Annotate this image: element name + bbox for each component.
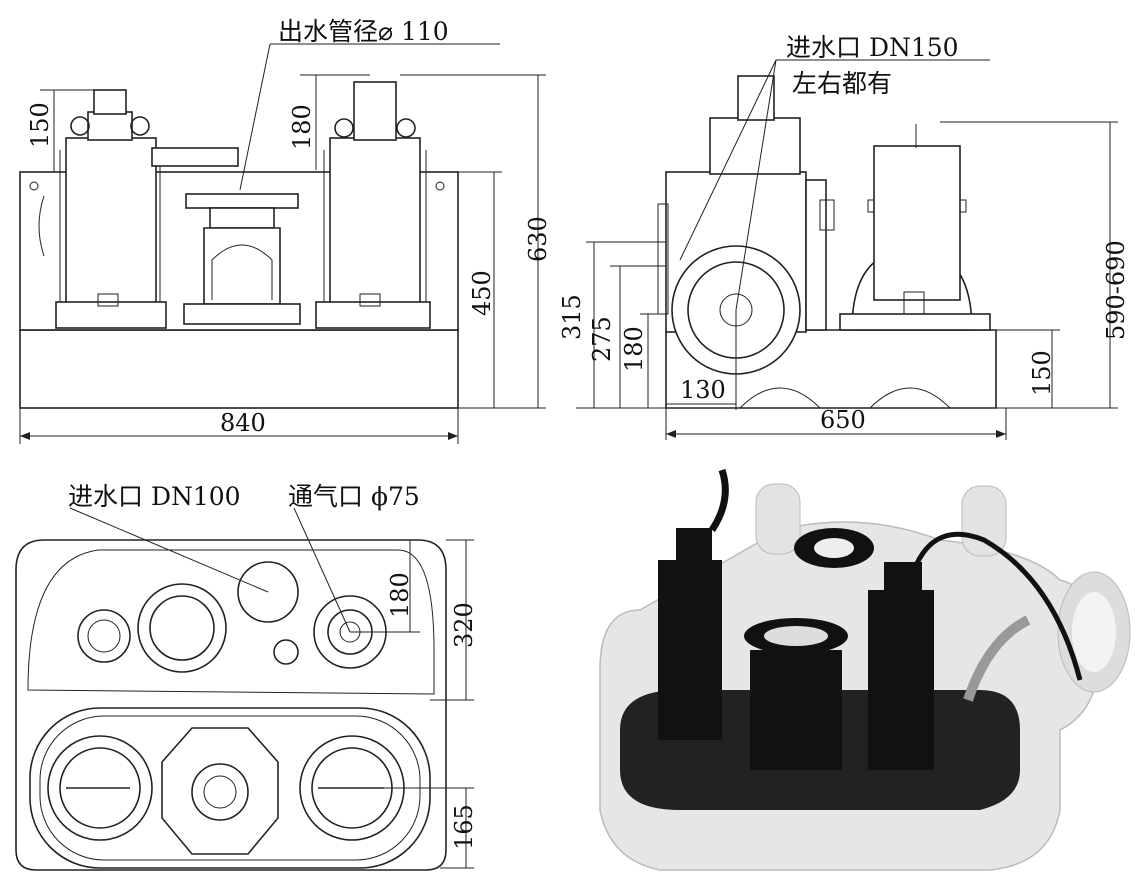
- photo-left-pump: [658, 560, 722, 740]
- top-small-port-left: [77, 609, 131, 663]
- dim-650: 650: [820, 406, 866, 434]
- photo-cable: [911, 531, 1083, 681]
- outlet-label: 出水管径⌀ 110: [278, 17, 449, 46]
- top-inlet-label: 进水口 DN100: [68, 482, 241, 511]
- dim-315: 315: [558, 294, 586, 340]
- dim-320: 320: [450, 602, 478, 648]
- dim-180-front: 180: [288, 104, 316, 150]
- front-view: 出水管径⌀ 110 150 180 630 450 840: [19, 17, 552, 444]
- front-base: [19, 329, 459, 409]
- dim-180-top: 180: [386, 572, 414, 618]
- dim-150-side: 150: [1028, 350, 1056, 396]
- dim-840: 840: [220, 409, 266, 437]
- dim-165: 165: [450, 804, 478, 850]
- dim-150-front: 150: [26, 102, 54, 148]
- side-inlet-label-line1: 进水口 DN150: [786, 33, 959, 62]
- top-inlet-dn100: [237, 561, 299, 623]
- dim-450: 450: [468, 270, 496, 316]
- dim-590-690: 590-690: [1102, 240, 1130, 340]
- top-outlet-flange: [161, 727, 279, 855]
- top-vent-label: 通气口 ϕ75: [288, 482, 420, 511]
- side-inlet-label-line2: 左右都有: [792, 69, 892, 98]
- outlet-leader: [239, 43, 271, 191]
- inlet-leader: [679, 59, 777, 261]
- product-photo: [599, 468, 1131, 871]
- dim-180-side: 180: [620, 326, 648, 372]
- top-left-pump: [47, 735, 153, 841]
- photo-right-pump: [868, 590, 934, 770]
- side-pump: [839, 124, 991, 331]
- photo-clear-hose: [963, 615, 1031, 702]
- top-center-inlet: [137, 583, 227, 673]
- front-right-pump: [315, 81, 431, 329]
- dim-630: 630: [524, 216, 552, 262]
- top-view: 进水口 DN100 通气口 ϕ75 180 320 165: [15, 482, 478, 871]
- front-left-pump: [55, 89, 167, 329]
- dim-130: 130: [680, 376, 726, 404]
- dim-275: 275: [588, 316, 616, 362]
- side-view: 进水口 DN150 左右都有 590-690 150 315 275 180: [558, 33, 1130, 440]
- front-outlet-pipe: [183, 193, 301, 325]
- front-top-cover: [151, 147, 239, 167]
